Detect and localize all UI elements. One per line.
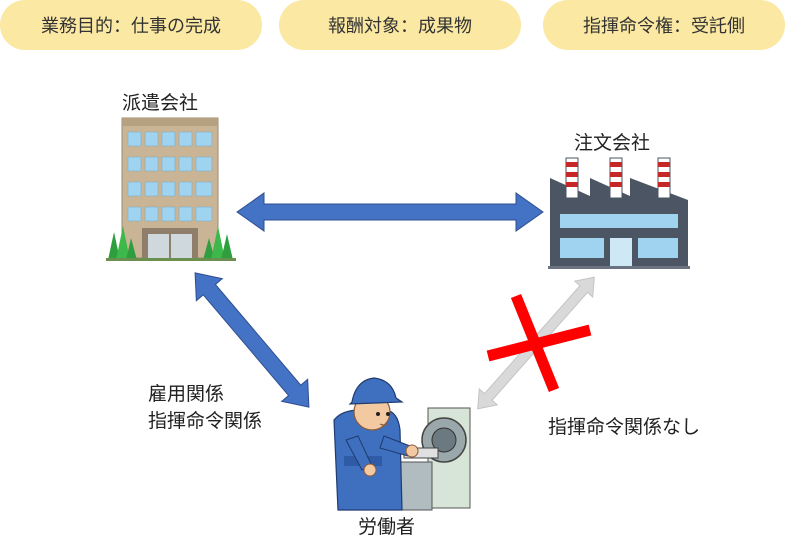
worker-label: 労働者 <box>358 516 416 538</box>
employment-line2: 指揮命令関係 <box>148 410 263 432</box>
worker-lathe-icon <box>333 377 471 511</box>
employment-relation-label: 雇用関係 指揮命令関係 <box>148 381 262 435</box>
pill-business-purpose: 業務目的：仕事の完成 <box>0 0 262 50</box>
no-command-relation-label: 指揮命令関係なし <box>548 416 701 438</box>
dispatch-company-label: 派遣会社 <box>122 92 199 114</box>
pill-compensation-text: 報酬対象：成果物 <box>328 16 472 37</box>
office-building-icon <box>106 117 236 261</box>
client-company-label: 注文会社 <box>574 132 651 154</box>
pill-compensation: 報酬対象：成果物 <box>279 0 521 50</box>
pill-command-authority-text: 指揮命令権：受託側 <box>583 16 745 37</box>
pill-business-purpose-text: 業務目的：仕事の完成 <box>41 16 221 37</box>
pill-command-authority: 指揮命令権：受託側 <box>543 0 785 50</box>
arrow-dispatch-client <box>236 192 544 232</box>
employment-line1: 雇用関係 <box>148 383 225 405</box>
factory-icon <box>548 157 690 269</box>
cross-icon <box>486 293 592 393</box>
arrow-employment <box>194 272 310 408</box>
